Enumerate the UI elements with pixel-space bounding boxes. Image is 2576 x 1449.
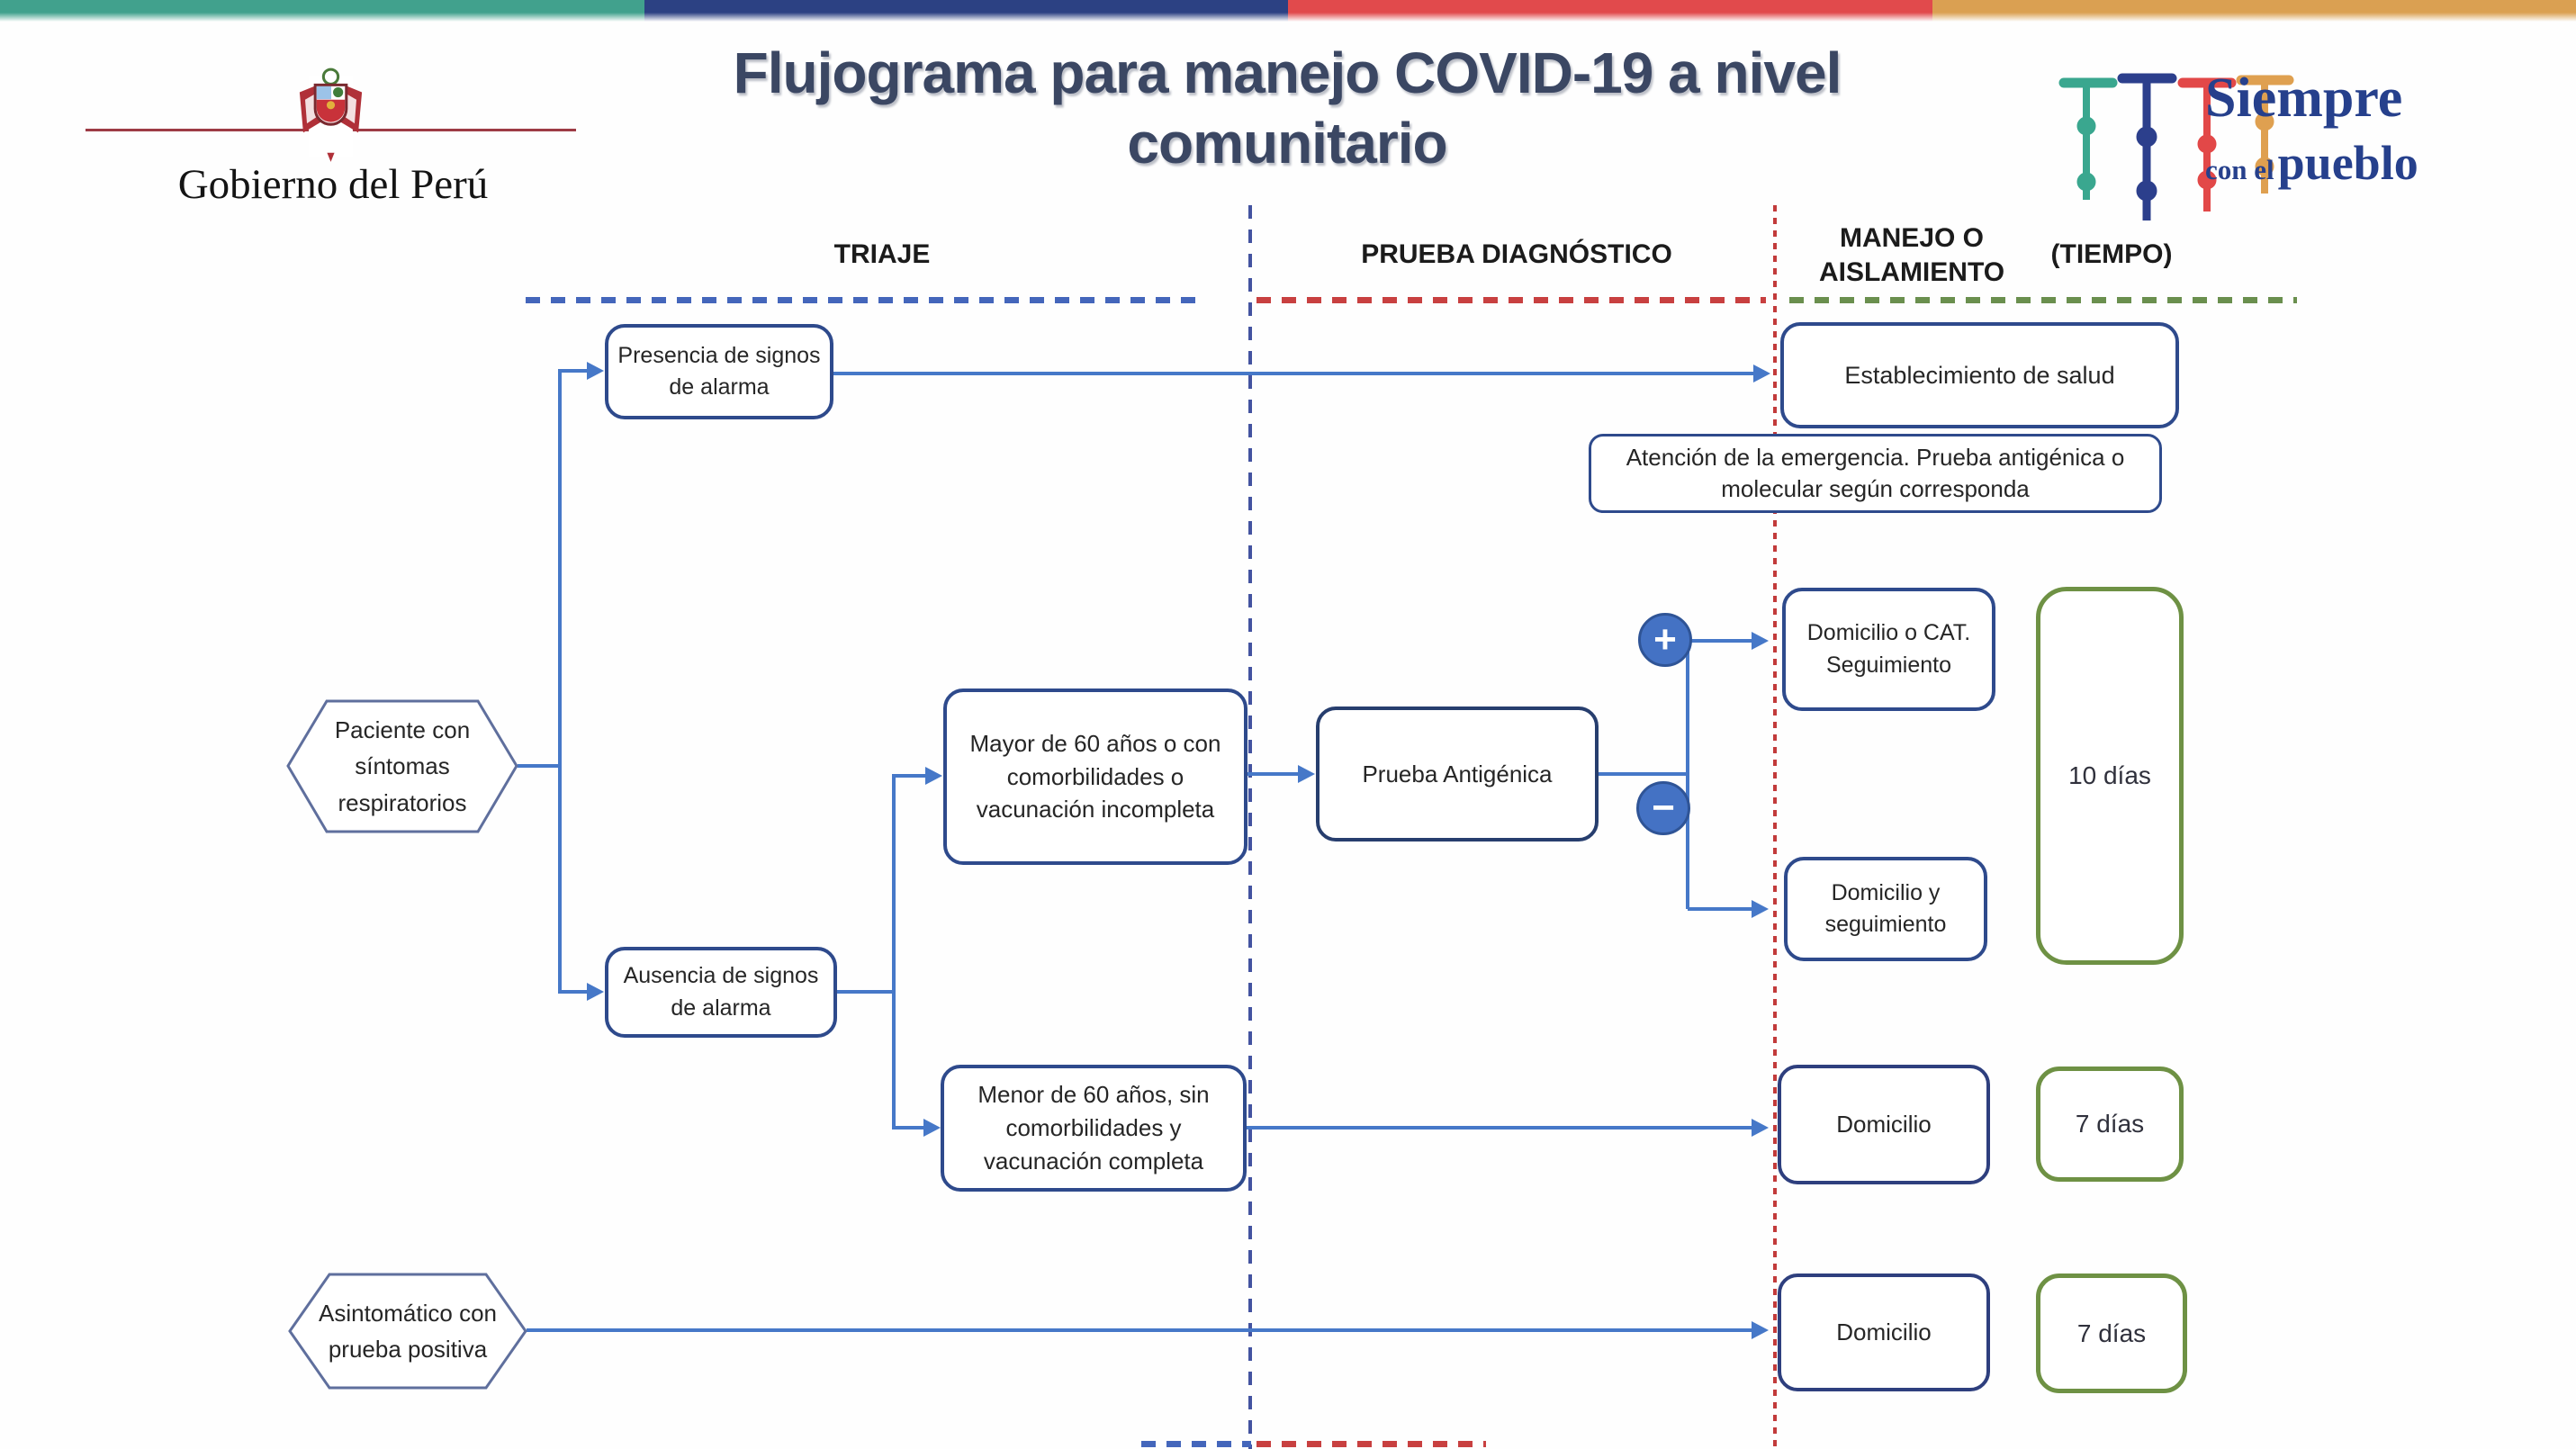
dashed-rule-bottom-blue <box>1141 1441 1251 1447</box>
node-atencion-emergencia: Atención de la emergencia. Prueba antigé… <box>1589 434 2162 513</box>
node-domicilio-seguimiento: Domicilio y seguimiento <box>1784 857 1987 961</box>
slogan-word-con-el: con el <box>2205 154 2274 185</box>
node-prueba-antigenica: Prueba Antigénica <box>1316 706 1599 842</box>
connector-edad-branch <box>892 774 896 1130</box>
node-establecimiento-salud: Establecimiento de salud <box>1780 322 2179 428</box>
connector-to-ausencia <box>560 990 589 994</box>
page-title-line1: Flujograma para manejo COVID-19 a nivel <box>733 40 1842 105</box>
connector-prueba-out <box>1597 772 1688 776</box>
page-title-line2: comunitario <box>1127 111 1447 176</box>
arrowhead-establecimiento <box>1753 364 1770 382</box>
node-presencia-signos: Presencia de signos de alarma <box>605 324 833 419</box>
connector-to-presencia <box>560 369 589 373</box>
arrowhead-menor60 <box>923 1119 941 1137</box>
arrowhead-domicilio-bajo <box>1752 1321 1769 1339</box>
node-asintomatico-hexagon: Asintomático con prueba positiva <box>288 1271 527 1391</box>
peru-coat-of-arms-icon <box>299 68 363 162</box>
arrowhead-domicilio-seguimiento <box>1752 900 1769 918</box>
top-bar-segment-navy <box>644 0 1288 22</box>
arrowhead-ausencia <box>587 983 604 1001</box>
connector-to-mayor60 <box>894 774 927 778</box>
connector-mayor60-prueba <box>1246 772 1300 776</box>
separator-triaje-prueba <box>1248 205 1252 1449</box>
result-positive-badge: + <box>1638 613 1692 667</box>
quipu-icon <box>2058 73 2294 220</box>
dashed-rule-tiempo <box>1789 297 2297 303</box>
connector-presencia-establecimiento <box>832 372 1755 375</box>
node-paciente-label: Paciente con síntomas respiratorios <box>334 716 471 816</box>
top-bar-segment-red <box>1288 0 1932 22</box>
node-7-dias-bajo: 7 días <box>2036 1274 2187 1393</box>
arrowhead-mayor60 <box>925 767 942 785</box>
connector-paciente-out <box>518 764 562 768</box>
column-header-manejo-aislamiento: MANEJO O AISLAMIENTO <box>1818 223 2005 287</box>
dashed-rule-triaje <box>526 297 1199 303</box>
node-menor-60: Menor de 60 años, sin comorbilidades y v… <box>941 1065 1247 1192</box>
node-domicilio-cat: Domicilio o CAT. Seguimiento <box>1782 588 1995 711</box>
top-bar-segment-orange <box>1932 0 2576 22</box>
column-header-tiempo: (TIEMPO) <box>2050 239 2173 269</box>
node-asintomatico-label: Asintomático con prueba positiva <box>319 1299 497 1363</box>
connector-asintomatico-domicilio <box>527 1328 1753 1332</box>
connector-menor60-domicilio <box>1246 1126 1753 1130</box>
arrowhead-prueba-antigenica <box>1298 765 1315 783</box>
gov-logo-title: Gobierno del Perú <box>177 161 489 208</box>
arrowhead-domicilio-medio <box>1752 1119 1769 1137</box>
slogan-text: Siempre con el pueblo <box>2205 70 2511 187</box>
node-paciente-hexagon: Paciente con síntomas respiratorios <box>286 698 518 835</box>
result-negative-badge: − <box>1636 781 1690 835</box>
connector-to-domicilio-cat <box>1688 639 1753 643</box>
slogan-word-siempre: Siempre <box>2205 68 2403 129</box>
dashed-rule-bottom-red <box>1256 1441 1486 1447</box>
node-domicilio-medio: Domicilio <box>1778 1065 1990 1184</box>
node-mayor-60: Mayor de 60 años o con comorbilidades o … <box>943 688 1247 865</box>
column-header-triaje: TRIAJE <box>833 239 931 269</box>
connector-triage-branch <box>558 369 562 994</box>
dashed-rule-prueba <box>1256 297 1766 303</box>
connector-ausencia-out <box>835 990 894 994</box>
node-ausencia-signos: Ausencia de signos de alarma <box>605 947 837 1038</box>
node-domicilio-bajo: Domicilio <box>1778 1274 1990 1391</box>
connector-resultado-branch <box>1686 639 1689 909</box>
separator-prueba-manejo <box>1773 205 1777 1449</box>
slogan-word-pueblo: pueblo <box>2277 136 2418 190</box>
page-title: Flujograma para manejo COVID-19 a nivel … <box>684 38 1890 178</box>
node-7-dias-medio: 7 días <box>2036 1066 2184 1182</box>
top-bar-segment-teal <box>0 0 644 22</box>
column-header-prueba-diagnostico: PRUEBA DIAGNÓSTICO <box>1361 239 1672 269</box>
connector-to-domicilio-seguimiento <box>1688 907 1753 911</box>
connector-to-menor60 <box>894 1126 925 1130</box>
node-10-dias: 10 días <box>2036 587 2184 965</box>
arrowhead-domicilio-cat <box>1752 632 1769 650</box>
arrowhead-presencia <box>587 362 604 380</box>
